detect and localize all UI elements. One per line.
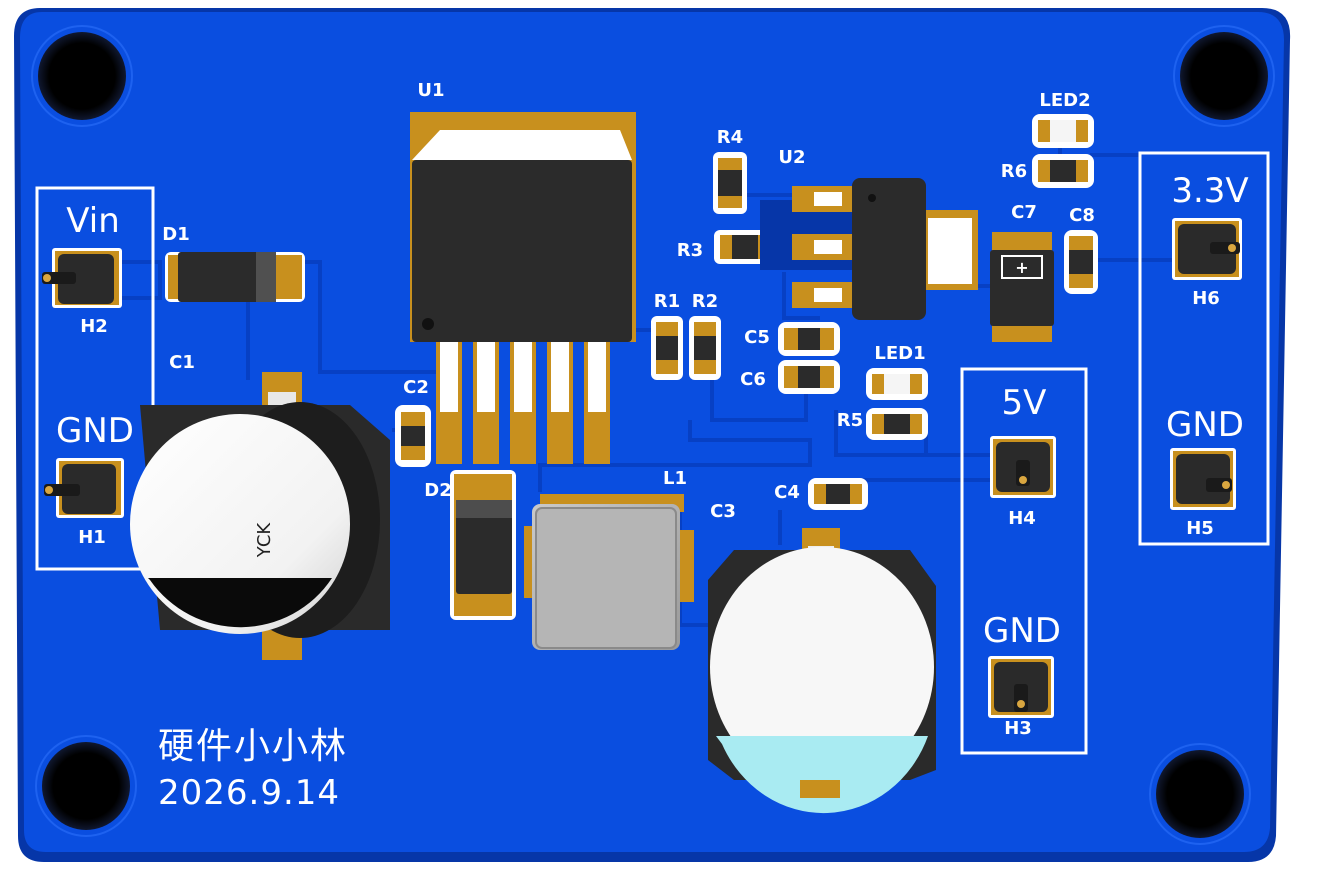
regulator-u2: U2 [760,147,978,320]
led2-label: LED2 [1039,90,1090,111]
regulator-u1: U1 [410,80,636,464]
c7-polarity: + [1015,258,1028,277]
c2-label: C2 [403,377,429,398]
diode-d1: D1 [162,224,305,302]
5v-label: 5V [1002,383,1047,423]
r4-label: R4 [717,127,743,148]
5v-gnd-label: GND [983,611,1061,651]
r5-label: R5 [837,410,863,431]
author-text: 硬件小小林 [158,726,348,767]
out5v-connector: 5V H4 GND H3 [960,367,1088,755]
u1-pins [436,342,610,464]
c3-label: C3 [710,501,736,522]
vin-label: Vin [66,201,120,241]
c8-label: C8 [1069,205,1095,226]
date-text: 2026.9.14 [158,773,340,813]
c7-label: C7 [1011,202,1037,223]
resistor-r5: R5 [837,408,928,440]
capacitor-c3: C3 [708,501,936,814]
capacitor-c5: C5 [744,322,840,356]
silkscreen-text: 硬件小小林 2026.9.14 [158,726,348,813]
capacitor-c4: C4 [774,478,868,510]
h6-label: H6 [1192,288,1220,309]
h5-label: H5 [1186,518,1214,539]
c6-label: C6 [740,369,766,390]
r6-label: R6 [1001,161,1027,182]
capacitor-c7: C7 + [990,202,1054,342]
c1-label: C1 [169,352,195,373]
h3-label: H3 [1004,718,1032,739]
h2-label: H2 [80,316,108,337]
capacitor-c6: C6 [740,360,840,394]
c1-marking: YCK [254,522,275,559]
resistor-r1: R1 [651,291,683,380]
3v3-label: 3.3V [1171,171,1248,211]
3v3-gnd-label: GND [1166,405,1244,445]
d1-label: D1 [162,224,189,245]
c4-label: C4 [774,482,800,503]
led-led2: LED2 [1032,90,1094,148]
resistor-r4: R4 [713,127,747,214]
inductor-l1: L1 [524,468,694,650]
vin-gnd-label: GND [56,411,134,451]
l1-label: L1 [663,468,687,489]
capacitor-c2: C2 [395,377,431,467]
r3-label: R3 [677,240,703,261]
h1-label: H1 [78,527,106,548]
r2-label: R2 [692,291,718,312]
u1-label: U1 [417,80,444,101]
diode-d2: D2 [424,470,516,620]
led-led1: LED1 [866,343,928,400]
u2-label: U2 [778,147,805,168]
out33v-connector: 3.3V H6 GND H5 [1138,151,1270,546]
r1-label: R1 [654,291,680,312]
c5-label: C5 [744,327,770,348]
capacitor-c1: C1 YCK [130,352,390,660]
capacitor-c8: C8 [1064,205,1098,294]
resistor-r6: R6 [1001,154,1094,188]
d2-label: D2 [424,480,451,501]
mounting-holes [31,25,1275,845]
led1-label: LED1 [874,343,925,364]
h4-label: H4 [1008,508,1036,529]
vin-connector: Vin H2 GND H1 [35,186,155,571]
resistor-r2: R2 [689,291,721,380]
